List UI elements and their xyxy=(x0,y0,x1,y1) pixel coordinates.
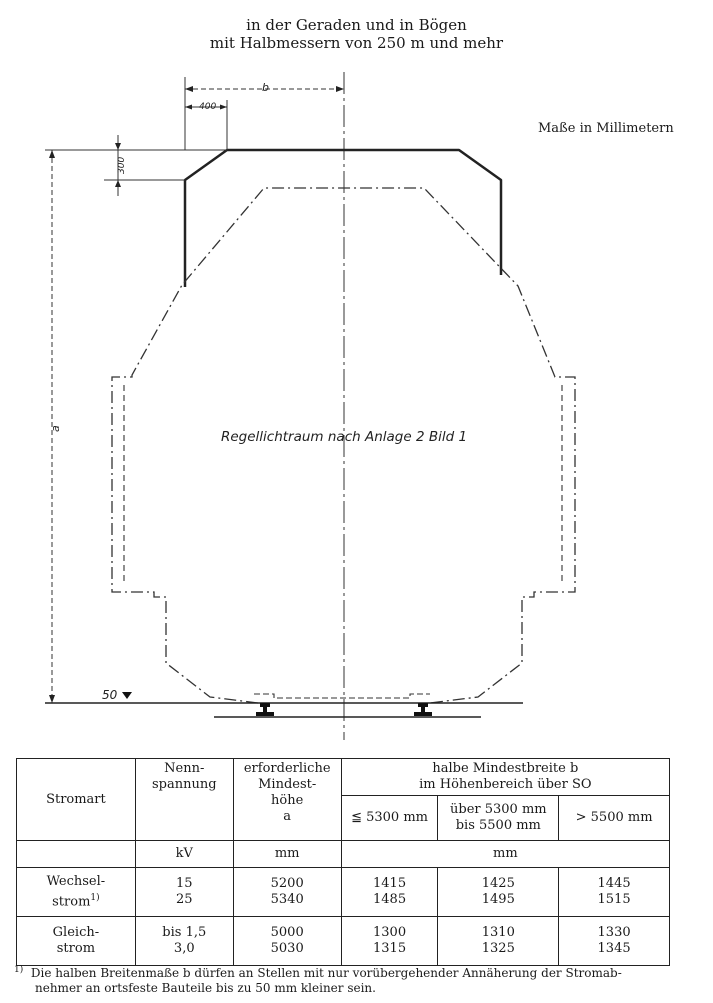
footnote-line-2: nehmer an ortsfeste Bauteile bis zu 50 m… xyxy=(35,981,376,995)
footnote-line-1: Die halben Breitenmaße b dürfen an Stell… xyxy=(30,966,622,980)
figure-title-line-2: mit Halbmessern von 250 m und mehr xyxy=(209,34,504,52)
subheader-upto-5300: ≦ 5300 mm xyxy=(340,795,439,841)
standard-profile-outline xyxy=(111,187,576,704)
dim-300-label: 300 xyxy=(117,157,127,174)
outer-clearance-outline xyxy=(183,148,503,287)
unit-kv: kV xyxy=(134,840,234,868)
level-triangle-icon xyxy=(122,692,132,699)
header-nennspannung: Nenn-spannung xyxy=(134,758,234,841)
right-rail-icon xyxy=(414,703,432,716)
dim-a-label: a xyxy=(49,425,62,432)
figure-title-line-1: in der Geraden und in Bögen xyxy=(246,16,467,34)
unit-mm-width: mm xyxy=(340,840,671,868)
stromart-cell: Gleich-strom xyxy=(16,916,136,966)
profile-label: Regellichtraum nach Anlage 2 Bild 1 xyxy=(221,429,467,445)
rail-gap-left xyxy=(254,693,430,699)
stromart-cell: Wechsel- strom1) xyxy=(16,867,136,917)
footnote: 1) Die halben Breitenmaße b dürfen an St… xyxy=(14,963,704,996)
dim-b-label: b xyxy=(262,81,269,94)
units-note: Maße in Millimetern xyxy=(538,121,674,136)
header-stromart: Stromart xyxy=(16,758,136,841)
footnote-mark: 1) xyxy=(14,965,24,975)
left-rail-icon xyxy=(256,703,274,716)
clearance-profile-drawing: b 400 300 a 50 Regellichtraum nach Anlag… xyxy=(45,72,576,740)
unit-empty xyxy=(16,840,136,868)
level-50-label: 50 xyxy=(102,688,118,702)
subheader-over-5500: > 5500 mm xyxy=(558,795,670,841)
footnote-ref: 1) xyxy=(90,892,100,903)
unit-mm-height: mm xyxy=(232,840,342,868)
dim-400-label: 400 xyxy=(199,102,216,112)
